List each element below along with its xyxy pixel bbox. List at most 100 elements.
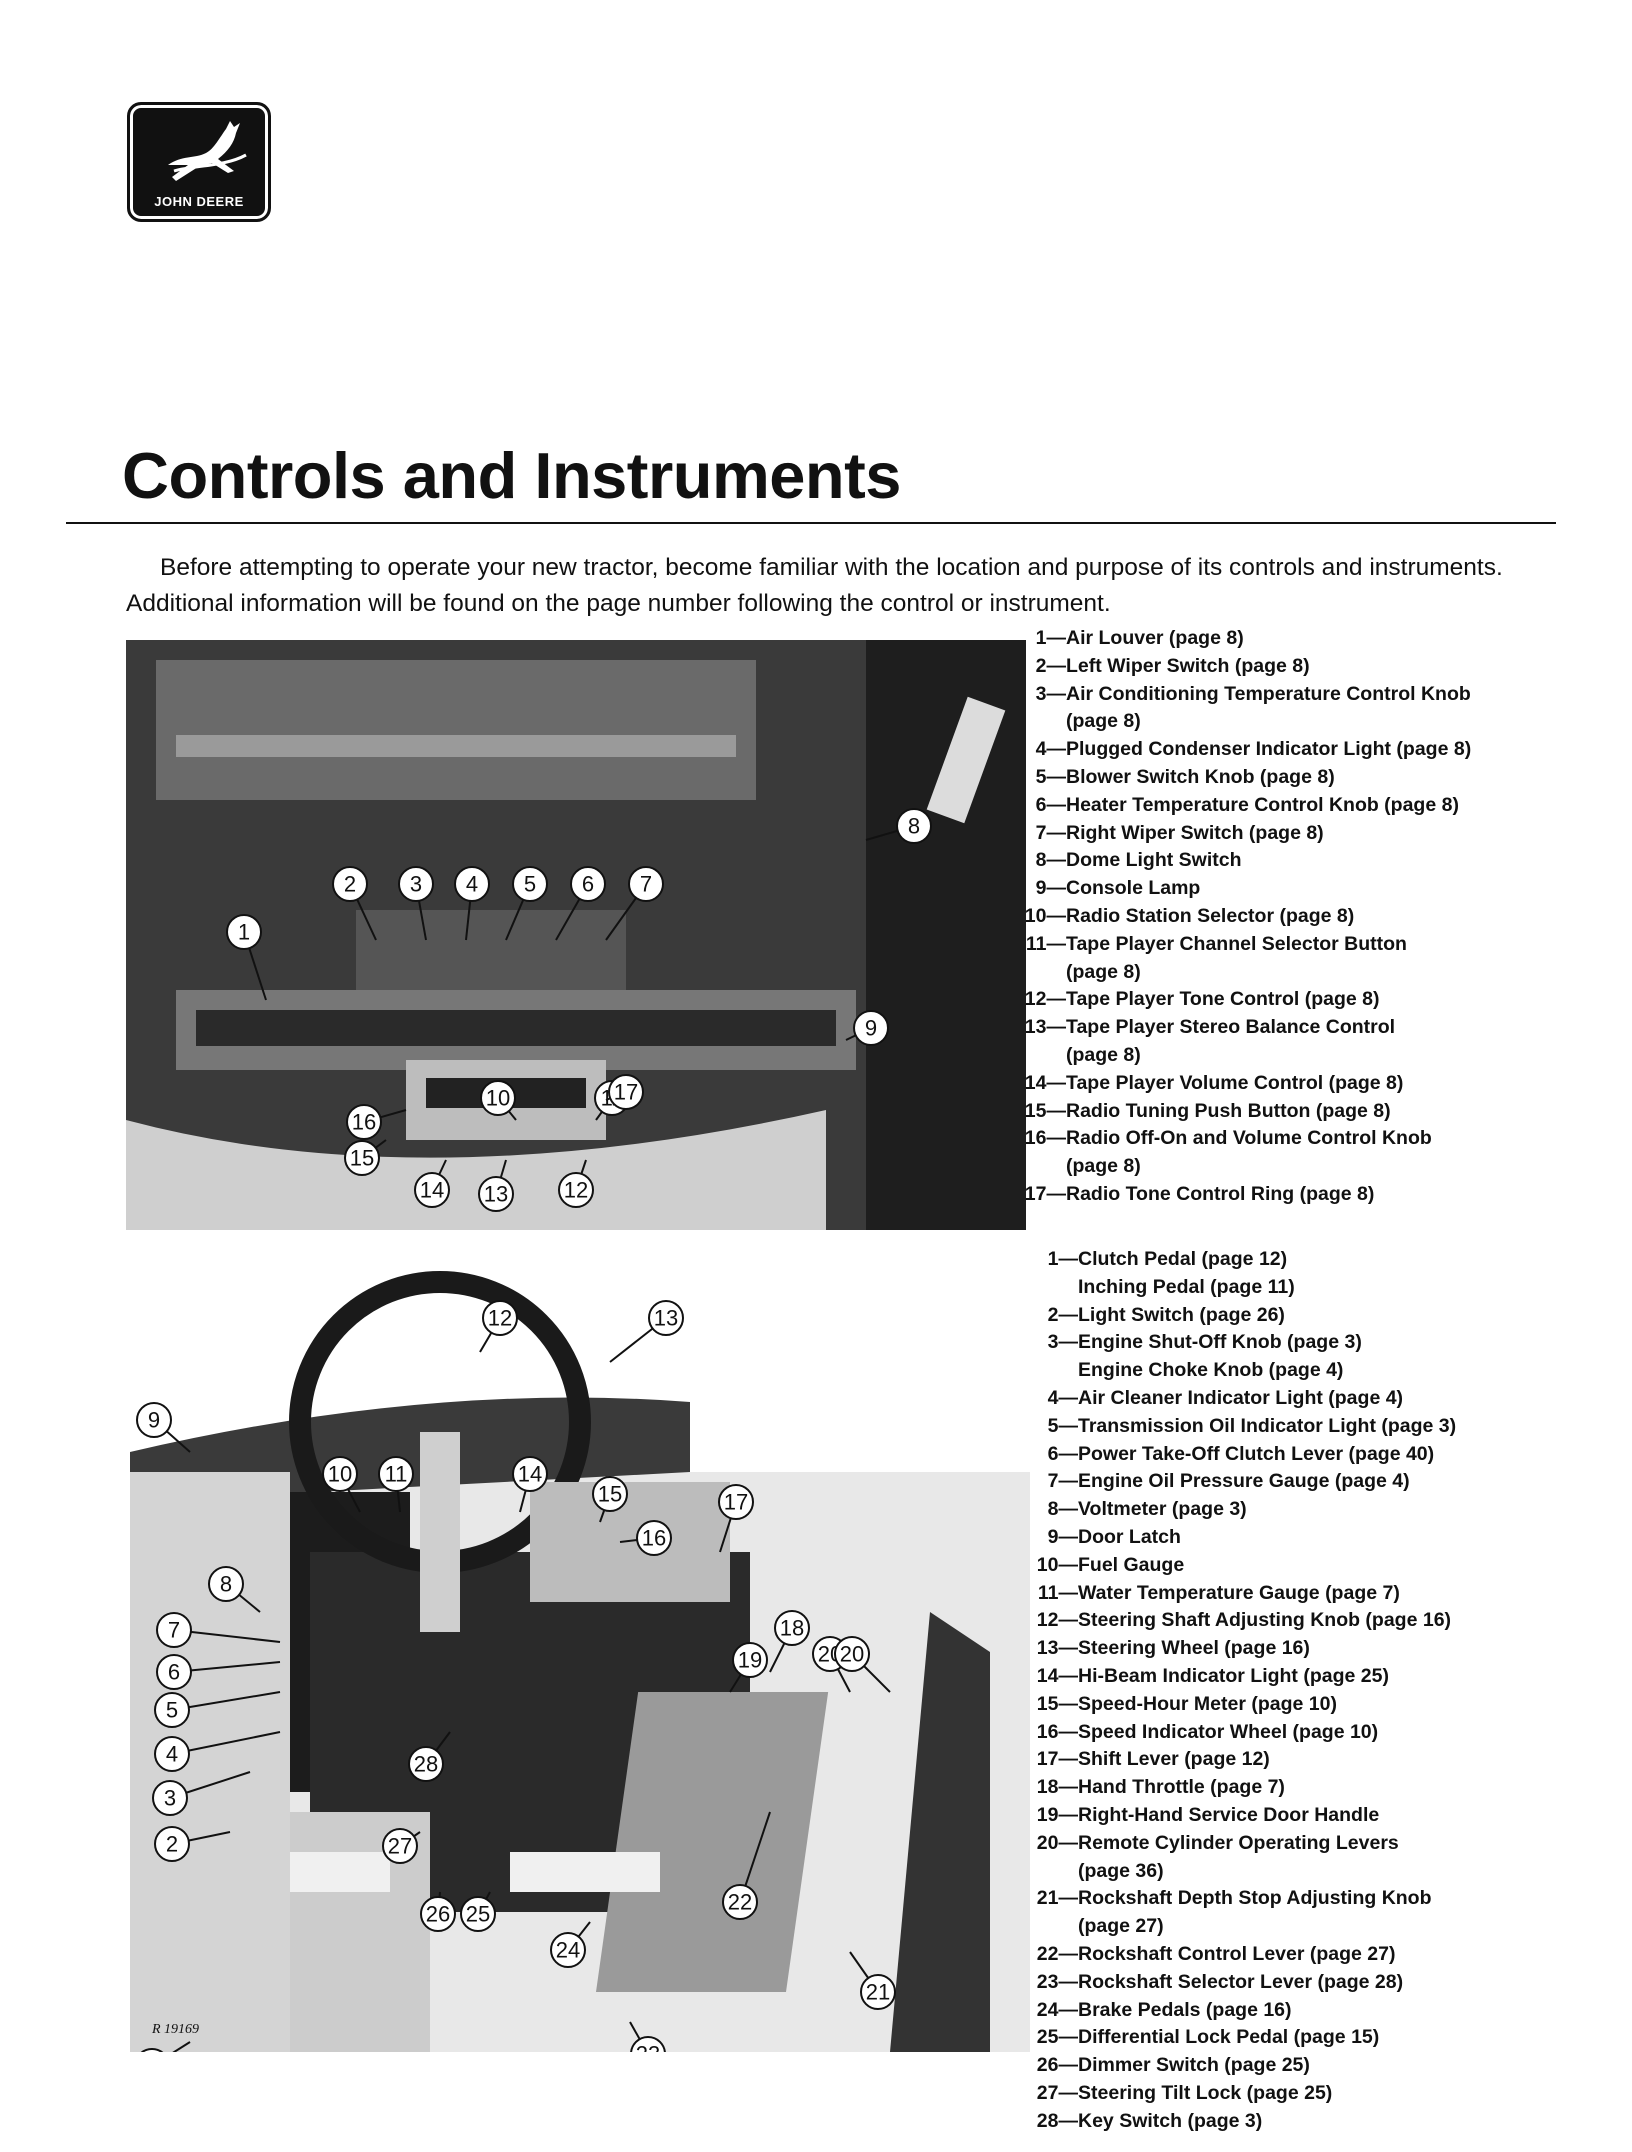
list-item: 12—Tape Player Tone Control (page 8) — [1020, 986, 1471, 1014]
item-number: 22— — [1032, 1941, 1078, 1969]
list-item: 14—Tape Player Volume Control (page 8) — [1020, 1070, 1471, 1098]
item-text: Power Take-Off Clutch Lever (page 40) — [1078, 1443, 1434, 1465]
callout-label: 8 — [220, 1572, 232, 1597]
list-item: 14—Hi-Beam Indicator Light (page 25) — [1032, 1663, 1456, 1691]
item-number: 25— — [1032, 2024, 1078, 2052]
list-item: 24—Brake Pedals (page 16) — [1032, 1997, 1456, 2025]
item-continuation: (page 27) — [1078, 1913, 1456, 1941]
item-number: 6— — [1032, 1441, 1078, 1469]
callout-label: 12 — [564, 1178, 588, 1203]
item-text: Tape Player Stereo Balance Control — [1066, 1016, 1395, 1038]
callout-label: 13 — [484, 1182, 508, 1207]
page-title: Controls and Instruments — [122, 438, 901, 513]
item-number: 4— — [1032, 1385, 1078, 1413]
callout-label: 13 — [654, 1306, 678, 1331]
item-number: 17— — [1032, 1746, 1078, 1774]
callout-label: 24 — [556, 1938, 580, 1963]
item-number: 27— — [1032, 2080, 1078, 2108]
item-number: 16— — [1020, 1125, 1066, 1153]
operator-controls-list: 1—Clutch Pedal (page 12)Inching Pedal (p… — [1032, 1246, 1456, 2136]
list-item: 17—Shift Lever (page 12) — [1032, 1746, 1456, 1774]
item-text: Rockshaft Selector Lever (page 28) — [1078, 1971, 1403, 1993]
item-number: 9— — [1020, 875, 1066, 903]
item-text: Hi-Beam Indicator Light (page 25) — [1078, 1665, 1389, 1687]
item-number: 10— — [1020, 903, 1066, 931]
item-number: 19— — [1032, 1802, 1078, 1830]
leaping-deer-icon — [154, 115, 250, 187]
callout-label: 9 — [865, 1016, 877, 1041]
item-text: Clutch Pedal (page 12) — [1078, 1248, 1287, 1270]
list-item: 18—Hand Throttle (page 7) — [1032, 1774, 1456, 1802]
john-deere-logo: JOHN DEERE — [127, 102, 271, 222]
item-text: Tape Player Tone Control (page 8) — [1066, 988, 1380, 1010]
item-number: 2— — [1020, 653, 1066, 681]
callout-label: 19 — [738, 1648, 762, 1673]
callout-label: 10 — [486, 1086, 510, 1111]
callout-label: 20 — [840, 1642, 864, 1667]
item-text: Steering Wheel (page 16) — [1078, 1637, 1310, 1659]
list-item: 25—Differential Lock Pedal (page 15) — [1032, 2024, 1456, 2052]
item-number: 7— — [1032, 1468, 1078, 1496]
callout-label: 4 — [166, 1742, 178, 1767]
callout-label: 3 — [164, 1786, 176, 1811]
list-item: 9—Door Latch — [1032, 1524, 1456, 1552]
list-item: 4—Air Cleaner Indicator Light (page 4) — [1032, 1385, 1456, 1413]
list-item: 9—Console Lamp — [1020, 875, 1471, 903]
item-text: Rockshaft Depth Stop Adjusting Knob — [1078, 1887, 1432, 1909]
list-item: 16—Radio Off-On and Volume Control Knob(… — [1020, 1125, 1471, 1181]
list-item: 19—Right-Hand Service Door Handle — [1032, 1802, 1456, 1830]
item-text: Remote Cylinder Operating Levers — [1078, 1832, 1399, 1854]
item-number: 15— — [1032, 1691, 1078, 1719]
list-item: 21—Rockshaft Depth Stop Adjusting Knob(p… — [1032, 1885, 1456, 1941]
callout-label: 17 — [724, 1490, 748, 1515]
callout-label: 22 — [728, 1890, 752, 1915]
item-text: Brake Pedals (page 16) — [1078, 1999, 1292, 2021]
item-number: 13— — [1020, 1014, 1066, 1042]
item-continuation: (page 8) — [1066, 959, 1471, 987]
item-number: 10— — [1032, 1552, 1078, 1580]
callout-label: 18 — [780, 1616, 804, 1641]
list-item: 2—Light Switch (page 26) — [1032, 1302, 1456, 1330]
item-text: Hand Throttle (page 7) — [1078, 1776, 1285, 1798]
list-item: 28—Key Switch (page 3) — [1032, 2108, 1456, 2136]
list-item: 20—Remote Cylinder Operating Levers(page… — [1032, 1830, 1456, 1886]
item-number: 3— — [1032, 1329, 1078, 1357]
item-number: 17— — [1020, 1181, 1066, 1209]
console-photo: 1234567891011121314151617 — [126, 640, 1026, 1230]
title-rule — [66, 522, 1556, 524]
list-item: 26—Dimmer Switch (page 25) — [1032, 2052, 1456, 2080]
item-number: 18— — [1032, 1774, 1078, 1802]
callout-label: 11 — [385, 1462, 408, 1487]
item-text: Console Lamp — [1066, 877, 1200, 899]
item-text: Door Latch — [1078, 1526, 1181, 1548]
callout-label: 12 — [488, 1306, 512, 1331]
list-item: 6—Power Take-Off Clutch Lever (page 40) — [1032, 1441, 1456, 1469]
logo-brand-text: JOHN DEERE — [130, 194, 268, 209]
item-number: 16— — [1032, 1719, 1078, 1747]
list-item: 3—Engine Shut-Off Knob (page 3) — [1032, 1329, 1456, 1357]
item-text: Speed Indicator Wheel (page 10) — [1078, 1721, 1378, 1743]
item-number: 13— — [1032, 1635, 1078, 1663]
item-continuation: (page 8) — [1066, 1042, 1471, 1070]
item-continuation: (page 36) — [1078, 1858, 1456, 1886]
item-number: 15— — [1020, 1098, 1066, 1126]
callout-label: 15 — [598, 1482, 622, 1507]
callout-label: 15 — [350, 1146, 374, 1171]
callout-label: 6 — [582, 872, 594, 897]
item-number: 11— — [1020, 931, 1066, 959]
item-number: 12— — [1020, 986, 1066, 1014]
item-text: Speed-Hour Meter (page 10) — [1078, 1693, 1337, 1715]
list-item: 11—Water Temperature Gauge (page 7) — [1032, 1580, 1456, 1608]
item-number: 5— — [1032, 1413, 1078, 1441]
item-text: Key Switch (page 3) — [1078, 2110, 1262, 2132]
callout-label: 27 — [388, 1834, 412, 1859]
list-subitem: Engine Choke Knob (page 4) — [1032, 1357, 1456, 1385]
callout-label: 2 — [344, 872, 356, 897]
item-text: Engine Oil Pressure Gauge (page 4) — [1078, 1470, 1410, 1492]
item-number: 5— — [1020, 764, 1066, 792]
callout-label: 28 — [414, 1752, 438, 1777]
item-continuation: (page 8) — [1066, 708, 1471, 736]
list-item: 23—Rockshaft Selector Lever (page 28) — [1032, 1969, 1456, 1997]
item-text: Left Wiper Switch (page 8) — [1066, 655, 1310, 677]
item-number: 4— — [1020, 736, 1066, 764]
